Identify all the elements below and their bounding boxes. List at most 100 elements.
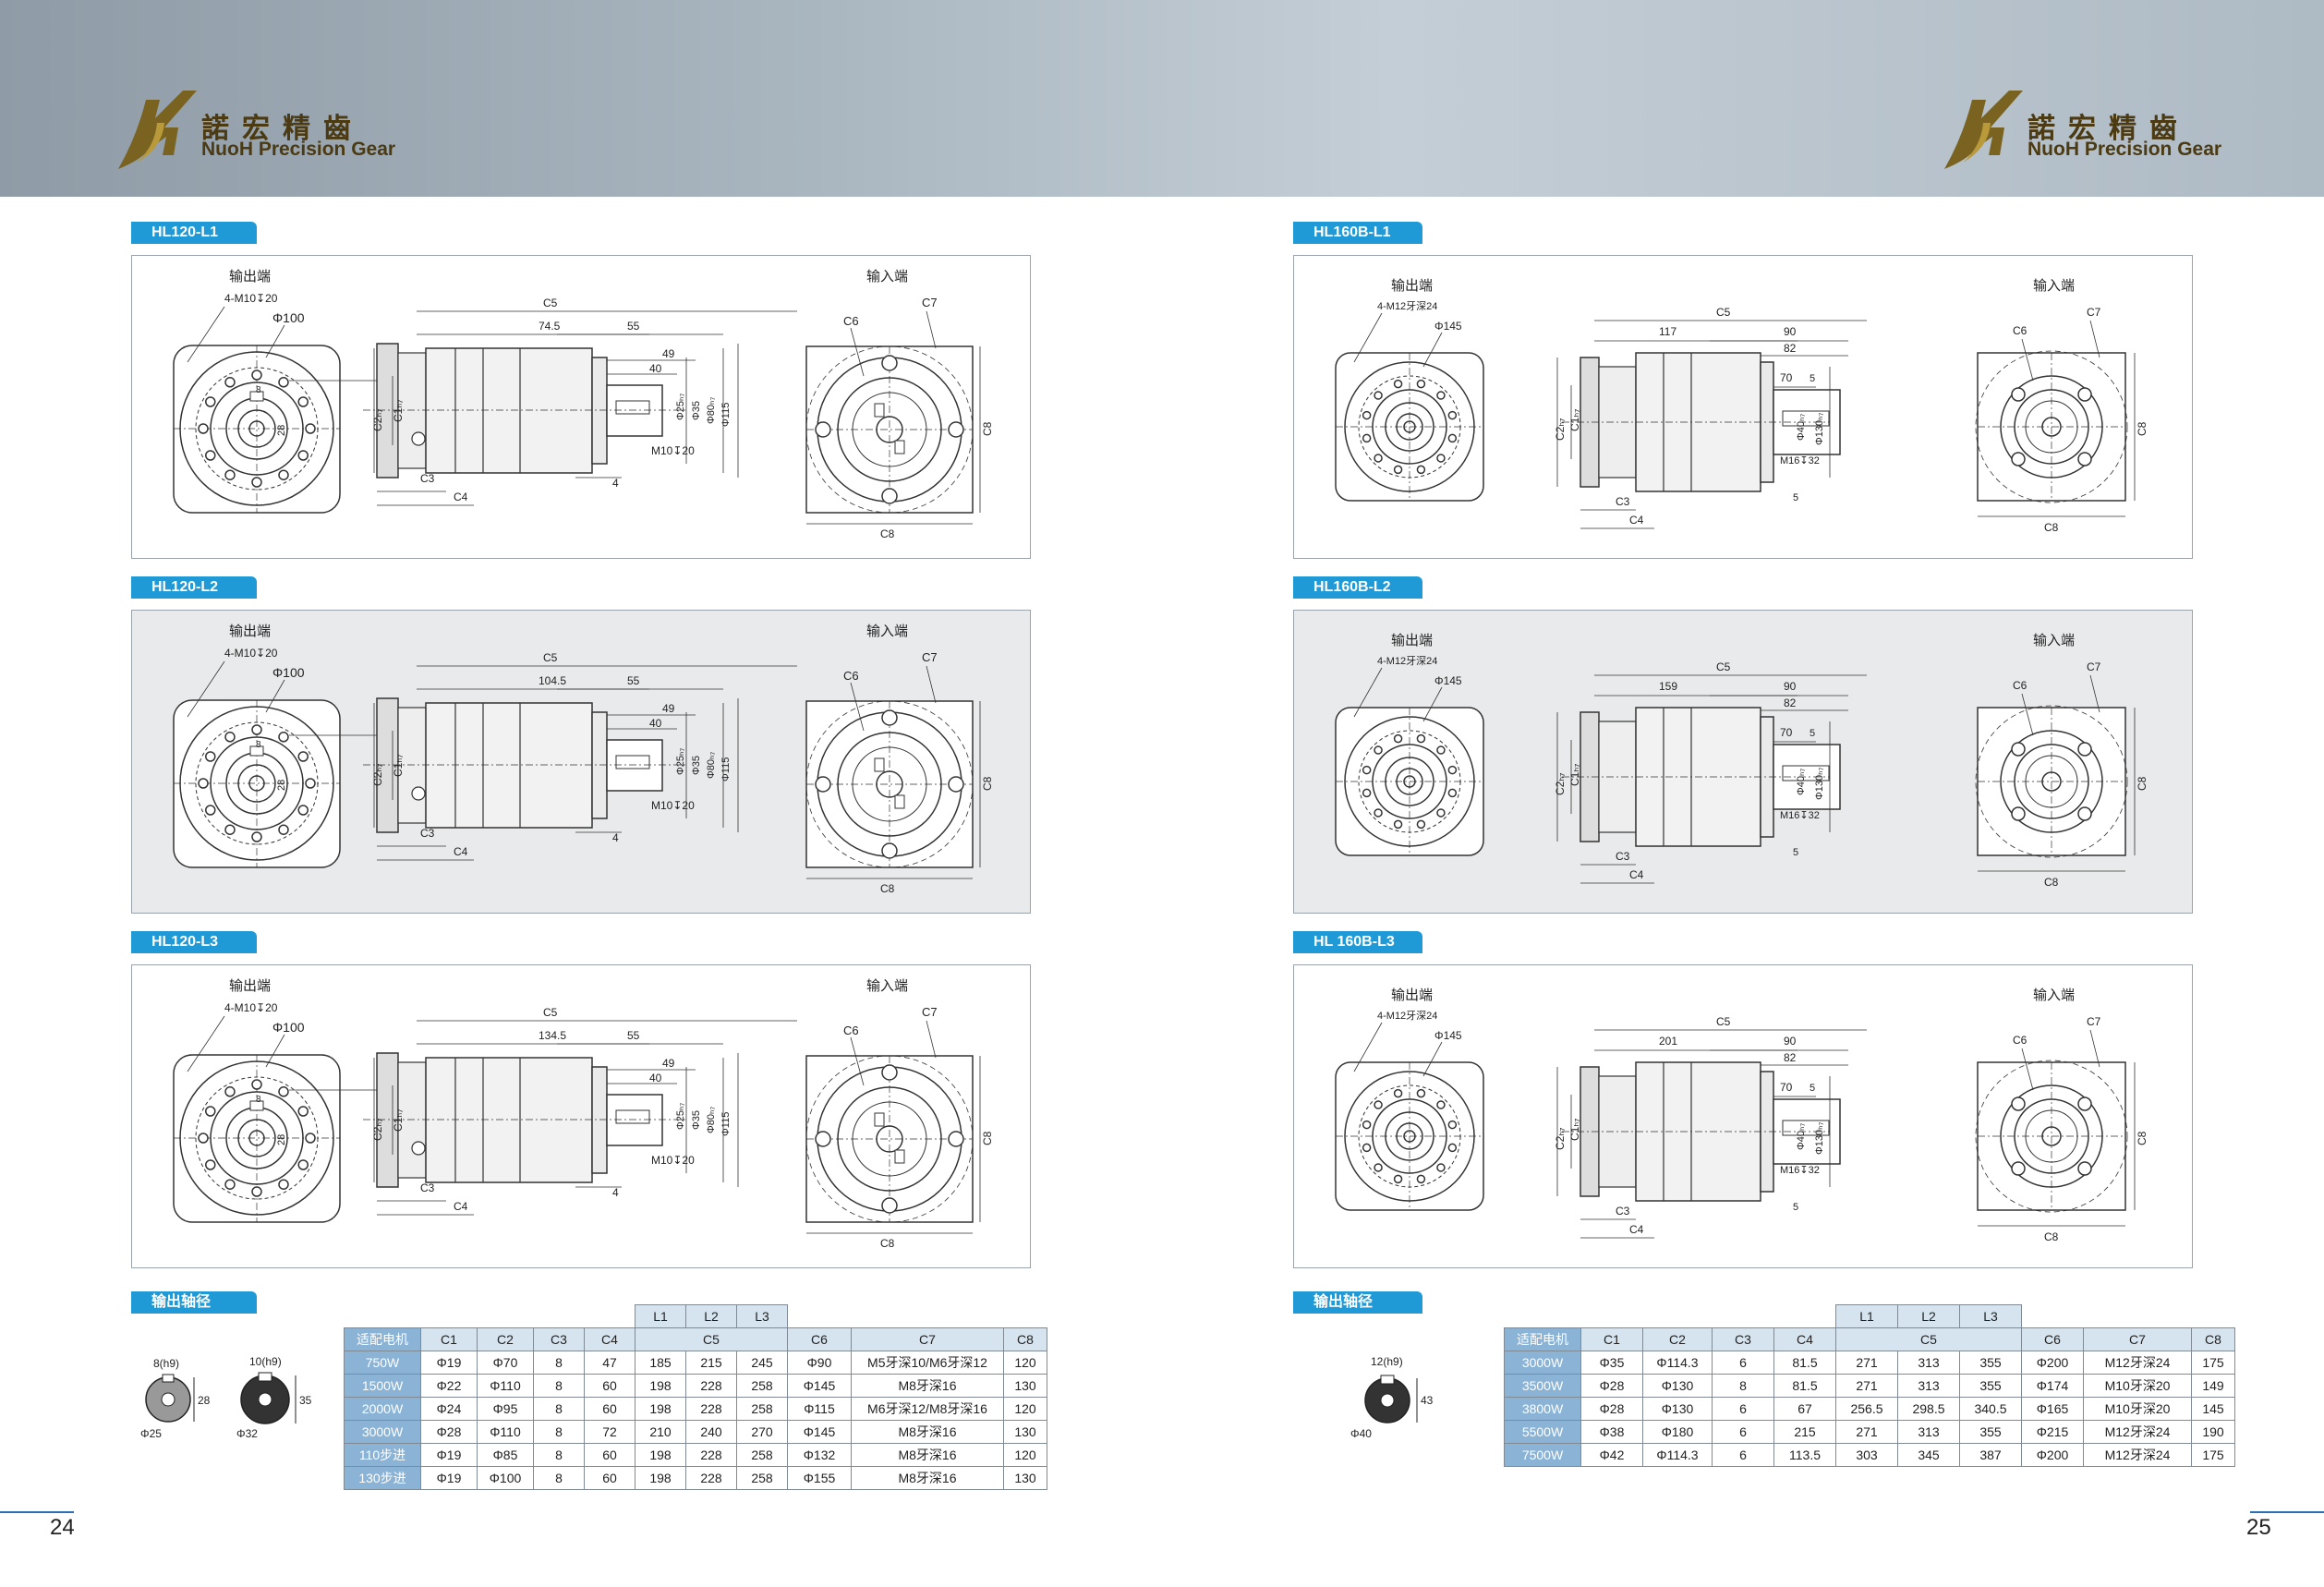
table-cell: Φ180	[1642, 1420, 1713, 1444]
bolt-spec-label: 4-M12牙深24	[1377, 1010, 1437, 1022]
leader-line	[926, 310, 937, 349]
column-header: C2	[1642, 1327, 1713, 1351]
shaft-section-icon: 12(h9) 43 Φ40	[1350, 1355, 1434, 1440]
c7-pitch-circle	[1975, 350, 2128, 503]
blank-cell	[1505, 1305, 1581, 1328]
c2-label: C2ₕ₇	[371, 409, 384, 431]
bolt-hole	[948, 421, 964, 438]
table-cell: Φ114.3	[1642, 1351, 1713, 1375]
bolt-hole	[2077, 1096, 2092, 1111]
table-cell: M6牙深12/M8牙深16	[851, 1397, 1004, 1421]
c6-label: C6	[843, 1024, 859, 1037]
column-header: C3	[533, 1327, 585, 1351]
c3-label: C3	[1616, 850, 1630, 863]
table-cell: 113.5	[1773, 1443, 1836, 1467]
c1-label: C1ₕ₇	[1568, 764, 1581, 786]
bolt-hole	[1416, 1174, 1426, 1184]
table-cell: 271	[1835, 1420, 1898, 1444]
leader-line	[265, 1034, 285, 1068]
bolt-hole	[224, 824, 236, 835]
c2-label: C2ₕ₇	[1554, 418, 1567, 441]
bolt-hole	[1362, 788, 1372, 798]
phi130-label: Φ130ₕ₇	[1814, 1121, 1825, 1155]
dim-label: 49	[662, 1057, 675, 1070]
bolt-hole	[1416, 819, 1426, 830]
c7-label: C7	[2087, 660, 2101, 673]
c5-label: C5	[1716, 1015, 1731, 1028]
column-header: C8	[2191, 1327, 2235, 1351]
column-header: C6	[787, 1327, 852, 1351]
bolt-hole	[205, 396, 216, 407]
table-cell: 60	[584, 1443, 635, 1467]
table-cell: 258	[736, 1466, 788, 1490]
c1-label: C1ₕ₇	[392, 400, 405, 422]
column-header: L3	[1959, 1304, 2022, 1328]
row-header: 130步进	[344, 1466, 421, 1490]
brand-mark-icon	[1944, 91, 2023, 169]
row-header: 110步进	[344, 1443, 421, 1467]
dim-label: 40	[649, 717, 662, 730]
output-flange	[591, 1066, 608, 1174]
table-cell: 355	[1959, 1351, 2022, 1375]
c8-label: C8	[880, 527, 895, 540]
clamp-slot	[874, 1112, 885, 1127]
table-cell: 60	[584, 1466, 635, 1490]
table-cell: Φ28	[1580, 1374, 1643, 1398]
c2-label: C2ₕ₇	[1554, 1128, 1567, 1150]
table-cell: Φ165	[2021, 1397, 2084, 1421]
c3-label: C3	[420, 472, 435, 485]
bolt-spec-label: 4-M12牙深24	[1377, 655, 1437, 667]
table-cell: 190	[2191, 1420, 2235, 1444]
bolt-hole	[1374, 1163, 1383, 1172]
table-cell: Φ42	[1580, 1443, 1643, 1467]
leader-line	[1422, 1041, 1443, 1077]
bolt-hole	[881, 355, 898, 371]
table-cell: Φ110	[477, 1374, 534, 1398]
table-cell: 228	[685, 1466, 737, 1490]
clamp-slot	[894, 440, 905, 454]
table-cell: 258	[736, 1374, 788, 1398]
table-cell: Φ130	[1642, 1374, 1713, 1398]
bolt-hole	[1393, 819, 1403, 830]
c4-label: C4	[1629, 868, 1644, 881]
c5-split-label: 117	[1659, 325, 1676, 338]
bolt-hole	[1436, 391, 1446, 400]
input-end-label: 输入端	[866, 978, 908, 994]
table-cell: 81.5	[1773, 1374, 1836, 1398]
bolt-hole	[198, 423, 209, 434]
bolt-hole	[297, 1106, 309, 1117]
bolt-hole	[1374, 391, 1383, 400]
shaft-height-label: 43	[1421, 1394, 1434, 1407]
thread-label: M16↧32	[1780, 810, 1820, 821]
dim-label: 40	[649, 362, 662, 375]
height-label: 28	[276, 780, 287, 791]
bolt-hole	[1436, 1163, 1446, 1172]
bolt-spec-label: 4-M10↧20	[224, 1001, 278, 1014]
input-end-label: 输入端	[2033, 278, 2075, 294]
leader-line	[926, 1020, 937, 1059]
table-cell: 60	[584, 1397, 635, 1421]
bolt-hole	[224, 1179, 236, 1190]
table-cell: 47	[584, 1351, 635, 1375]
pcd-label: Φ100	[272, 310, 305, 325]
gear-housing	[425, 1057, 593, 1183]
bolt-hole	[305, 778, 316, 789]
column-header: C1	[420, 1327, 478, 1351]
blank-cell	[534, 1305, 585, 1328]
shaft-title: 输出轴径	[131, 1291, 257, 1314]
leader-line	[850, 682, 865, 732]
bolt-hole	[205, 1159, 216, 1170]
bolt-hole	[251, 369, 262, 381]
dim-label: 82	[1784, 697, 1797, 709]
column-header: C5	[635, 1327, 788, 1351]
table-cell: Φ110	[477, 1420, 534, 1444]
bolt-hole	[1362, 765, 1372, 775]
shaft-key	[615, 400, 650, 415]
